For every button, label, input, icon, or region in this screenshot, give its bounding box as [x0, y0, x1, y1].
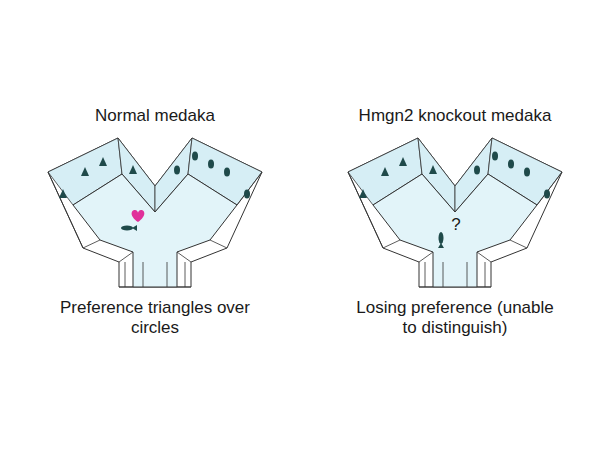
maze-gate — [143, 262, 144, 287]
circle-stimulus — [524, 168, 530, 177]
circle-stimulus — [192, 152, 198, 161]
maze-edge — [419, 252, 433, 262]
caption: Preference triangles over circles — [55, 298, 255, 339]
triangle-stimulus — [129, 165, 137, 174]
maze-outer-wall — [348, 138, 562, 287]
maze-edge — [119, 252, 133, 262]
circle-stimulus — [208, 160, 214, 169]
maze-gate — [125, 262, 126, 287]
medaka-fish — [438, 232, 444, 248]
circle-stimulus — [174, 166, 180, 175]
triangle-stimulus — [59, 189, 67, 198]
circle-stimulus — [224, 168, 230, 177]
heading: Hmgn2 knockout medaka — [335, 106, 575, 126]
maze-gate — [185, 262, 186, 287]
maze-gate — [167, 262, 168, 287]
maze-edge — [210, 240, 227, 248]
triangle-stimulus — [429, 165, 437, 174]
circle-stimulus — [508, 160, 514, 169]
maze-floor — [73, 174, 237, 287]
maze-gate — [485, 262, 486, 287]
maze-edge — [383, 240, 400, 248]
y-maze — [348, 138, 562, 287]
maze-edge — [48, 172, 83, 248]
maze-edge — [83, 240, 100, 248]
maze-gate — [467, 262, 468, 287]
y-maze — [48, 138, 262, 287]
maze-floor — [373, 174, 537, 287]
heart-symbol — [132, 210, 145, 222]
maze-edge — [477, 252, 491, 262]
circle-stimulus — [474, 166, 480, 175]
maze-edge — [177, 252, 191, 262]
question-mark: ? — [446, 215, 466, 235]
medaka-fish — [121, 225, 137, 231]
circle-stimulus — [244, 190, 250, 199]
maze-edge — [537, 172, 562, 205]
maze-outer-wall — [48, 138, 262, 287]
triangle-stimulus — [399, 157, 407, 166]
caption: Losing preference (unable to distinguish… — [355, 298, 555, 339]
triangle-stimulus — [359, 189, 367, 198]
triangle-stimulus — [81, 167, 89, 176]
triangle-stimulus — [99, 157, 107, 166]
maze-edge — [177, 287, 191, 288]
circle-stimulus — [492, 152, 498, 161]
maze-edge — [119, 287, 133, 288]
maze-gate — [443, 262, 444, 287]
heading: Normal medaka — [45, 106, 265, 126]
maze-edge — [348, 172, 383, 248]
maze-gate — [425, 262, 426, 287]
maze-edge — [510, 240, 527, 248]
circle-stimulus — [544, 190, 550, 199]
triangle-stimulus — [381, 167, 389, 176]
maze-edge — [419, 287, 433, 288]
maze-edge — [237, 172, 262, 205]
maze-edge — [477, 287, 491, 288]
